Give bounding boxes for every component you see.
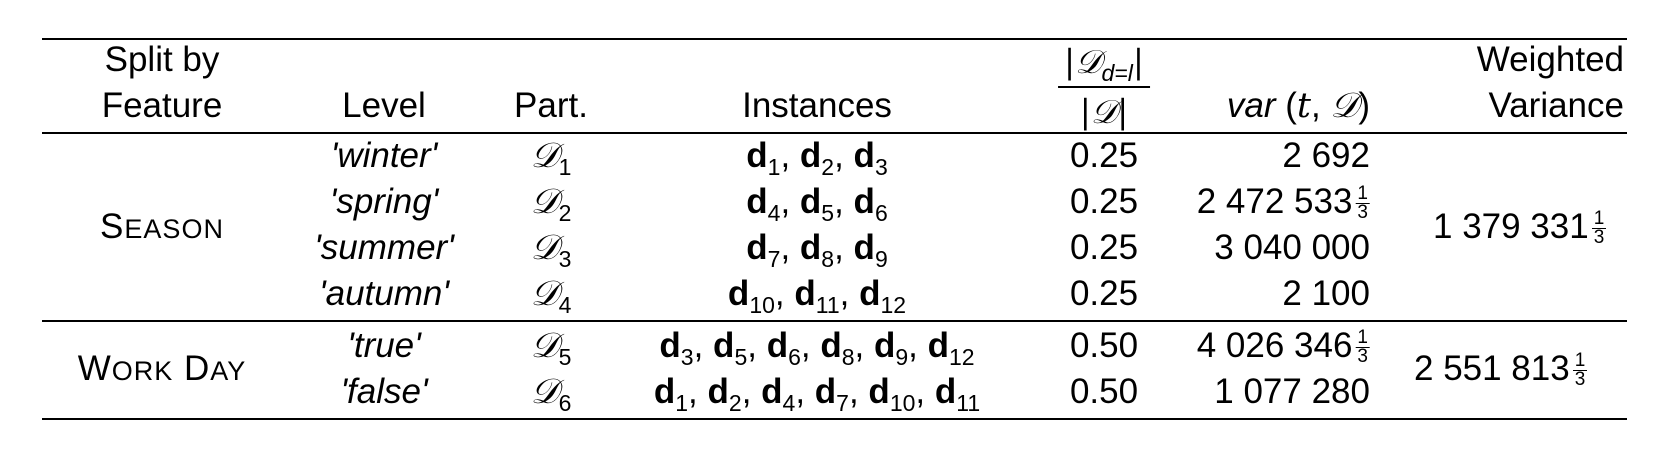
bottom-rule (42, 418, 1627, 420)
instances-cell: d1, d2, d3 (746, 136, 888, 180)
variance-cell: 3 040 000 (1214, 228, 1370, 267)
instances-cell: d3, d5, d6, d8, d9, d12 (659, 326, 975, 370)
instances-cell: d1, d2, d4, d7, d10, d11 (653, 372, 981, 416)
top-rule (42, 38, 1627, 40)
level-cell: 'winter' (330, 136, 438, 175)
header-ratio-denominator: |𝒟| (1079, 92, 1129, 131)
ratio-cell: 0.50 (1069, 372, 1139, 411)
instances-cell: d10, d11, d12 (727, 274, 907, 318)
level-cell: 'autumn' (318, 274, 450, 313)
variance-cell: 2 100 (1282, 274, 1370, 313)
level-cell: 'summer' (314, 228, 454, 267)
variance-cell: 2 692 (1282, 136, 1370, 175)
header-weighted-variance: Weighted Variance (1476, 40, 1624, 125)
header-split-by: Split by Feature (101, 40, 223, 125)
level-cell: 'false' (340, 372, 428, 411)
ratio-cell: 0.25 (1069, 182, 1139, 221)
group-divider-rule (42, 320, 1627, 322)
partition-cell: 𝒟4 (530, 274, 572, 318)
level-cell: 'spring' (329, 182, 439, 221)
ratio-cell: 0.50 (1069, 326, 1139, 365)
partition-cell: 𝒟2 (530, 182, 572, 226)
header-variance: var (t, 𝒟) (1226, 86, 1370, 126)
feature-season: SEASON (100, 207, 224, 246)
partition-cell: 𝒟6 (530, 372, 572, 416)
ratio-cell: 0.25 (1069, 228, 1139, 267)
header-rule (42, 132, 1627, 134)
level-cell: 'true' (347, 326, 421, 365)
header-ratio-numerator: |𝒟d=l| (1058, 40, 1150, 88)
ratio-cell: 0.25 (1069, 274, 1139, 313)
instances-cell: d7, d8, d9 (746, 228, 888, 272)
partition-cell: 𝒟1 (530, 136, 572, 180)
header-part: Part. (514, 86, 588, 125)
partition-cell: 𝒟5 (530, 326, 572, 370)
feature-work-day: WORK DAY (77, 349, 247, 388)
header-level: Level (342, 86, 426, 125)
partition-cell: 𝒟3 (530, 228, 572, 272)
header-instances: Instances (742, 86, 892, 125)
variance-cell: 1 077 280 (1214, 372, 1370, 411)
header-ratio: |𝒟d=l| |𝒟| (1058, 40, 1150, 132)
ratio-cell: 0.25 (1069, 136, 1139, 175)
instances-cell: d4, d5, d6 (746, 182, 888, 226)
